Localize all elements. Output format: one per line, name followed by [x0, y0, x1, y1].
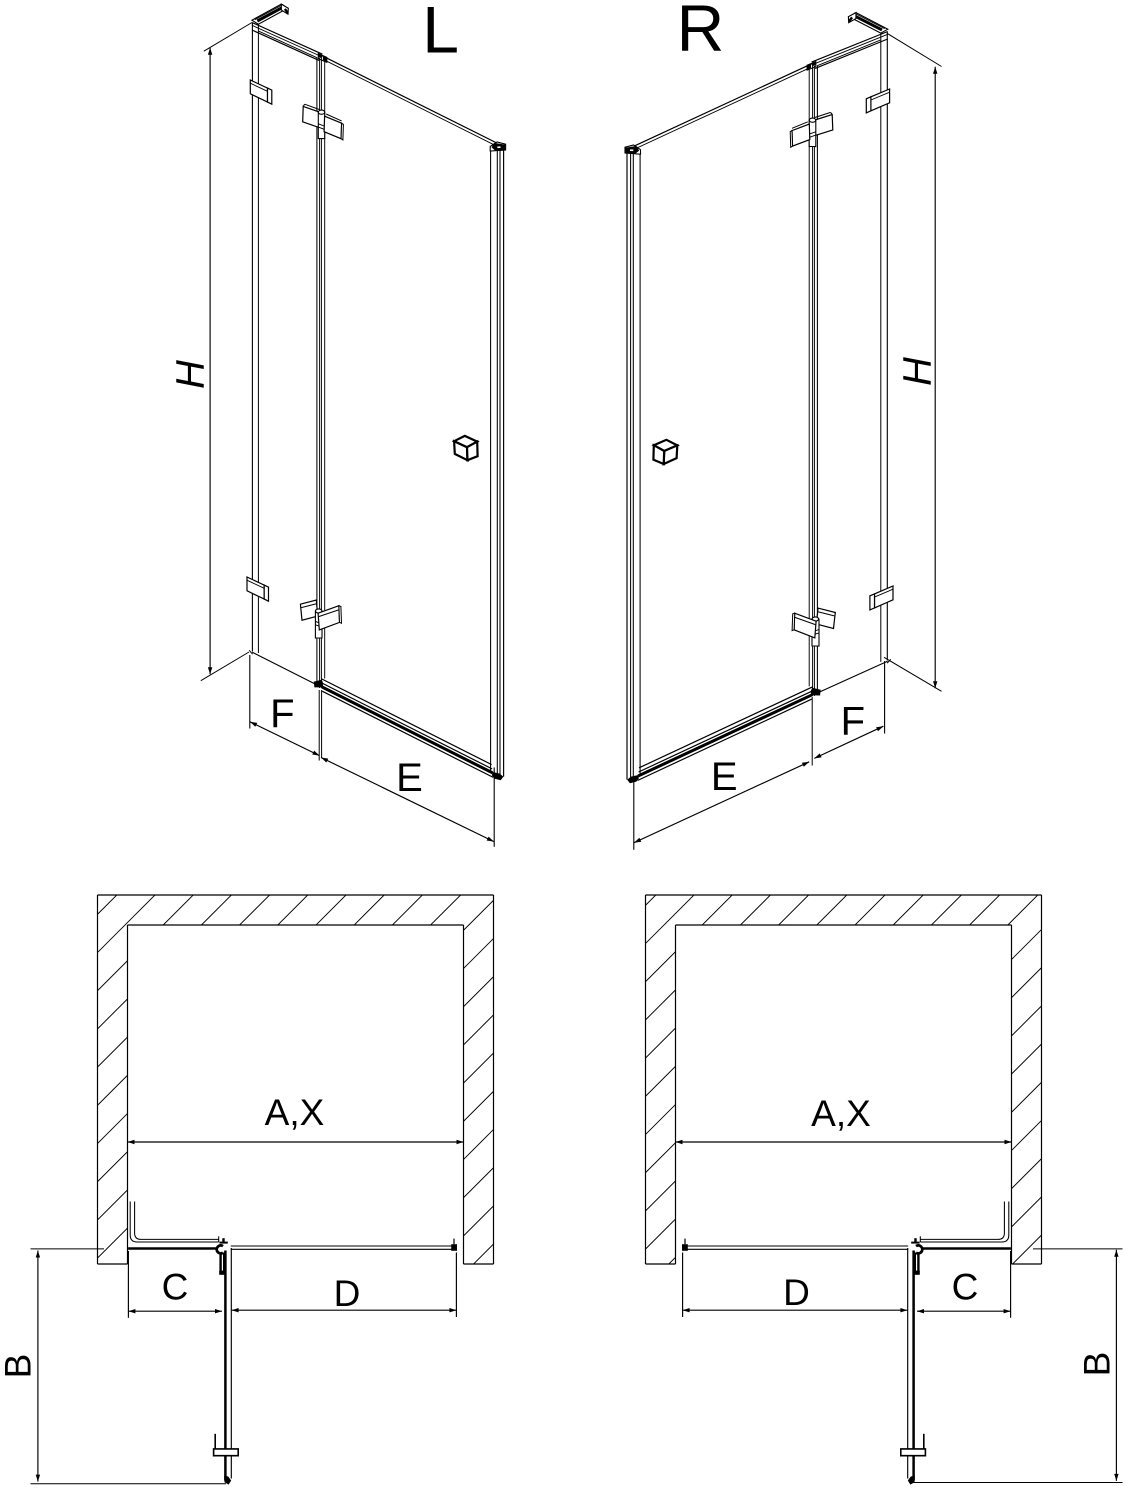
- svg-text:A,X: A,X: [811, 1093, 871, 1134]
- svg-text:E: E: [396, 756, 423, 800]
- svg-text:H: H: [896, 357, 940, 386]
- svg-text:F: F: [270, 692, 294, 736]
- svg-text:F: F: [841, 700, 865, 744]
- svg-text:B: B: [0, 1354, 39, 1379]
- svg-text:E: E: [711, 755, 738, 799]
- svg-text:R: R: [677, 0, 725, 65]
- svg-text:H: H: [169, 360, 213, 389]
- svg-text:D: D: [783, 1272, 810, 1313]
- svg-text:D: D: [334, 1273, 361, 1314]
- svg-text:C: C: [162, 1267, 189, 1308]
- svg-text:L: L: [422, 0, 459, 67]
- svg-text:C: C: [952, 1267, 979, 1308]
- svg-text:B: B: [1077, 1352, 1118, 1377]
- svg-text:A,X: A,X: [265, 1092, 325, 1133]
